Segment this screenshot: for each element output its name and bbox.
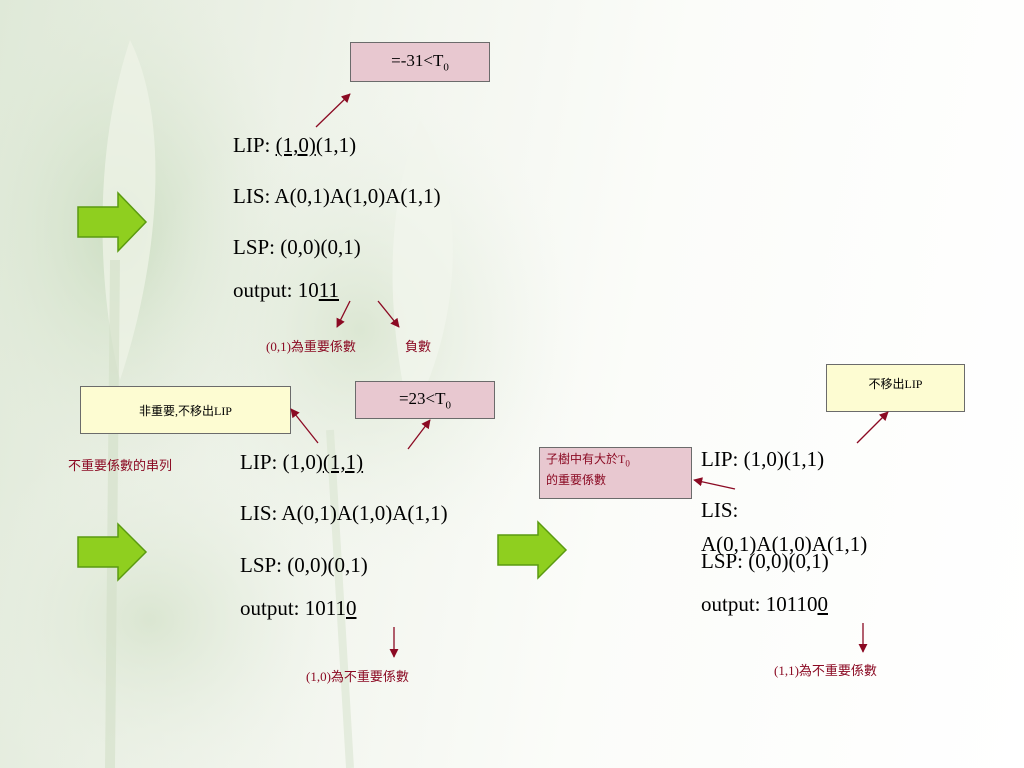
arrow-lip-to-notebox-step3 <box>856 411 889 444</box>
lsp-line-step2: LSP: (0,0)(0,1) <box>240 553 368 577</box>
note-insignificant-coefficient-step3: (1,1)為不重要係數 <box>774 663 877 678</box>
output-line-step2: output: 10110 <box>240 596 357 620</box>
lsp-line-step1: LSP: (0,0)(0,1) <box>233 235 361 259</box>
note-insignificant-coefficient-step2: (1,0)為不重要係數 <box>306 669 409 684</box>
side-label-insignificant-list: 不重要係數的串列 <box>68 458 173 473</box>
green-arrow-right-step3 <box>497 520 568 580</box>
arrow-lip-to-threshold-step2 <box>407 419 431 450</box>
note-box-not-moved: 不移出LIP <box>826 364 965 412</box>
lsp-line-step3: LSP: (0,0)(0,1) <box>701 549 829 573</box>
arrow-output-to-note-b <box>377 300 400 328</box>
output-bit-underlined: 0 <box>817 592 828 616</box>
arrow-output-to-note-a <box>336 300 351 328</box>
output-bit-underlined: 0 <box>345 596 357 620</box>
arrow-lis-to-subtree-box <box>693 477 736 490</box>
threshold-box-step2: =23<T0 <box>355 381 495 419</box>
green-arrow-right-step2 <box>77 522 148 582</box>
output-line-step1: output: 1011 <box>233 278 339 302</box>
note-box-not-significant: 非重要,不移出LIP <box>80 386 291 434</box>
note-negative: 負數 <box>405 339 432 354</box>
arrow-lip-to-threshold-step1 <box>315 93 351 128</box>
lis-value-step3: A(0,1)A(1,0)A(1,1) <box>701 532 868 556</box>
lis-line-step2: LIS: A(0,1)A(1,0)A(1,1) <box>240 501 448 525</box>
arrow-lip-to-notebox-step2 <box>290 408 319 444</box>
output-bits-underlined: 11 <box>318 278 339 302</box>
lip-entry-underlined: (1,1) <box>322 450 364 474</box>
green-arrow-right-step1 <box>77 191 148 253</box>
lip-line-step1: LIP: (1,0)(1,1) <box>233 133 357 157</box>
lis-line-step1: LIS: A(0,1)A(1,0)A(1,1) <box>233 184 441 208</box>
lip-line-step3: LIP: (1,0)(1,1) <box>701 447 825 471</box>
threshold-text: =-31<T <box>391 50 444 70</box>
output-line-step3: output: 101100 <box>701 592 828 616</box>
lip-line-step2: LIP: (1,0)(1,1) <box>240 450 364 474</box>
lip-entry-underlined: (1,0) <box>275 133 316 157</box>
lis-label-step3: LIS: <box>701 498 739 522</box>
subtree-significant-box: 子樹中有大於T0 的重要係數 <box>539 447 692 499</box>
threshold-box-step1: =-31<T0 <box>350 42 490 82</box>
threshold-subscript: 0 <box>443 61 449 74</box>
note-significant-coefficient: (0,1)為重要係數 <box>266 339 356 354</box>
